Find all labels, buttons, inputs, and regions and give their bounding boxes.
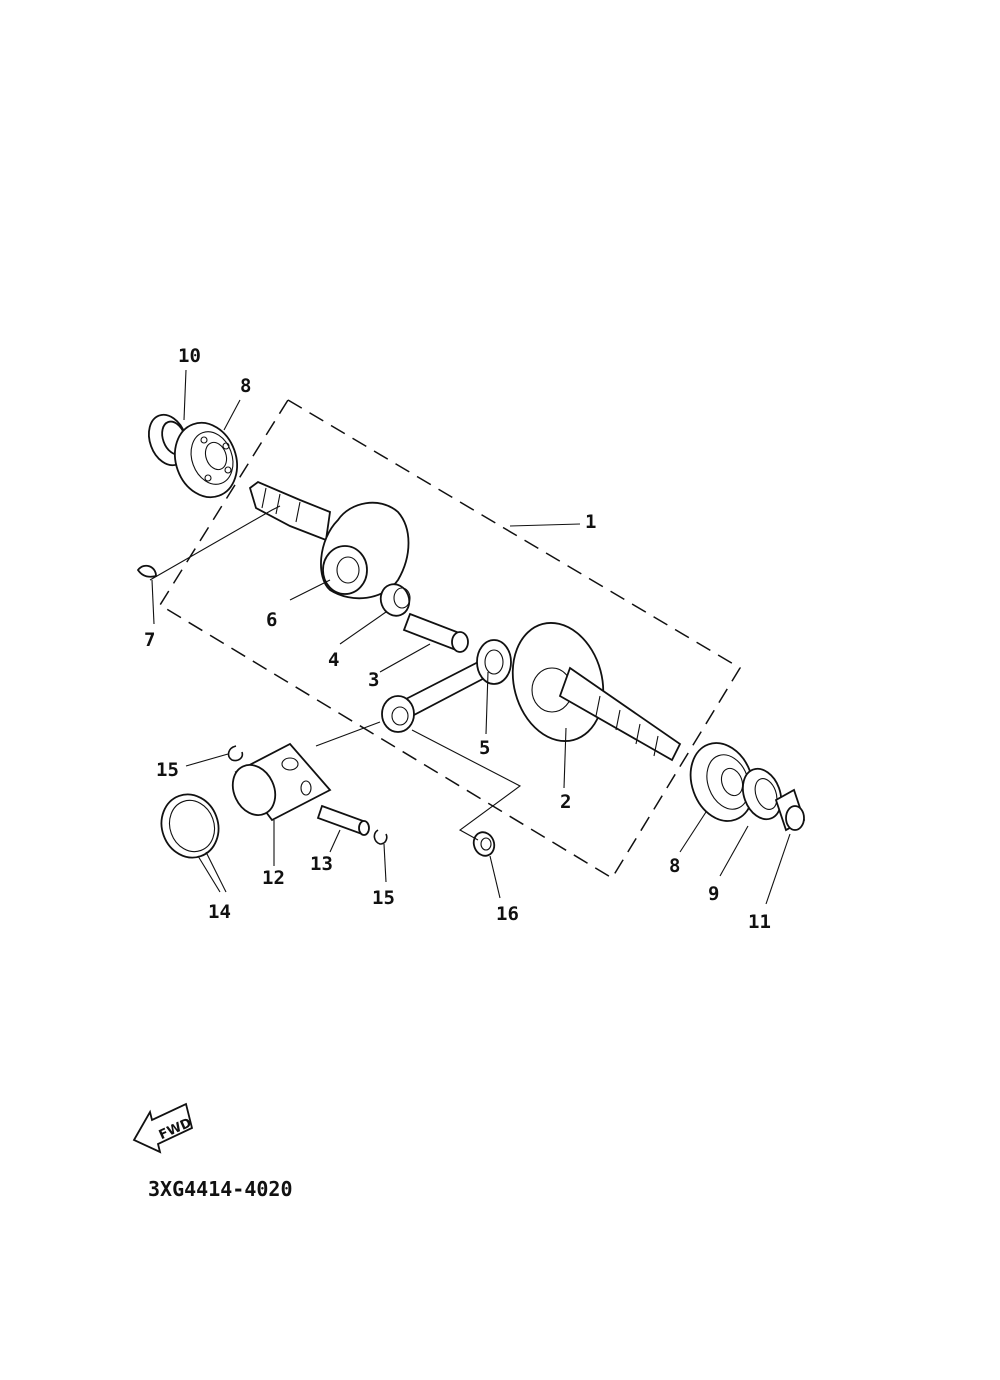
- part-small-bearing-16: [472, 831, 496, 857]
- part-piston-rings-14: [160, 793, 220, 859]
- callout-14: 14: [208, 901, 231, 923]
- callout-1: 1: [585, 511, 596, 533]
- callout-5: 5: [479, 737, 490, 759]
- part-bearing-8-left: [174, 421, 238, 499]
- crankshaft-assembly-outline: [158, 398, 742, 880]
- callout-7: 7: [144, 629, 155, 651]
- callout-13: 13: [310, 853, 333, 875]
- callout-10: 10: [178, 345, 201, 367]
- part-crank-6: [248, 480, 410, 600]
- part-circlip-15-upper: [227, 745, 244, 762]
- diagram-part-code: 3XG4414-4020: [148, 1177, 293, 1201]
- callout-8-right: 8: [669, 855, 680, 877]
- part-circlip-15-lower: [373, 829, 388, 845]
- part-bearing-8-right: [689, 742, 755, 822]
- callout-8-left: 8: [240, 375, 251, 397]
- callout-12: 12: [262, 867, 285, 889]
- part-piston-12: [231, 742, 332, 822]
- part-collar-11: [774, 788, 806, 832]
- part-crank-2: [511, 622, 682, 762]
- part-connecting-rod-5: [381, 639, 512, 733]
- fwd-arrow-icon: FWD: [132, 1102, 194, 1154]
- callout-15-upper: 15: [156, 759, 179, 781]
- leader-lines: [149, 369, 791, 905]
- callout-15-lower: 15: [372, 887, 395, 909]
- part-needle-bearing-4: [379, 583, 411, 617]
- part-oil-seal-9: [741, 767, 783, 821]
- callout-16: 16: [496, 903, 519, 925]
- part-crank-pin-3: [402, 612, 469, 653]
- part-woodruff-key-7: [136, 564, 157, 578]
- part-piston-pin-13: [316, 804, 370, 836]
- callout-2: 2: [560, 791, 571, 813]
- callout-11: 11: [748, 911, 771, 933]
- callout-9: 9: [708, 883, 719, 905]
- callout-3: 3: [368, 669, 379, 691]
- callout-6: 6: [266, 609, 277, 631]
- callout-4: 4: [328, 649, 339, 671]
